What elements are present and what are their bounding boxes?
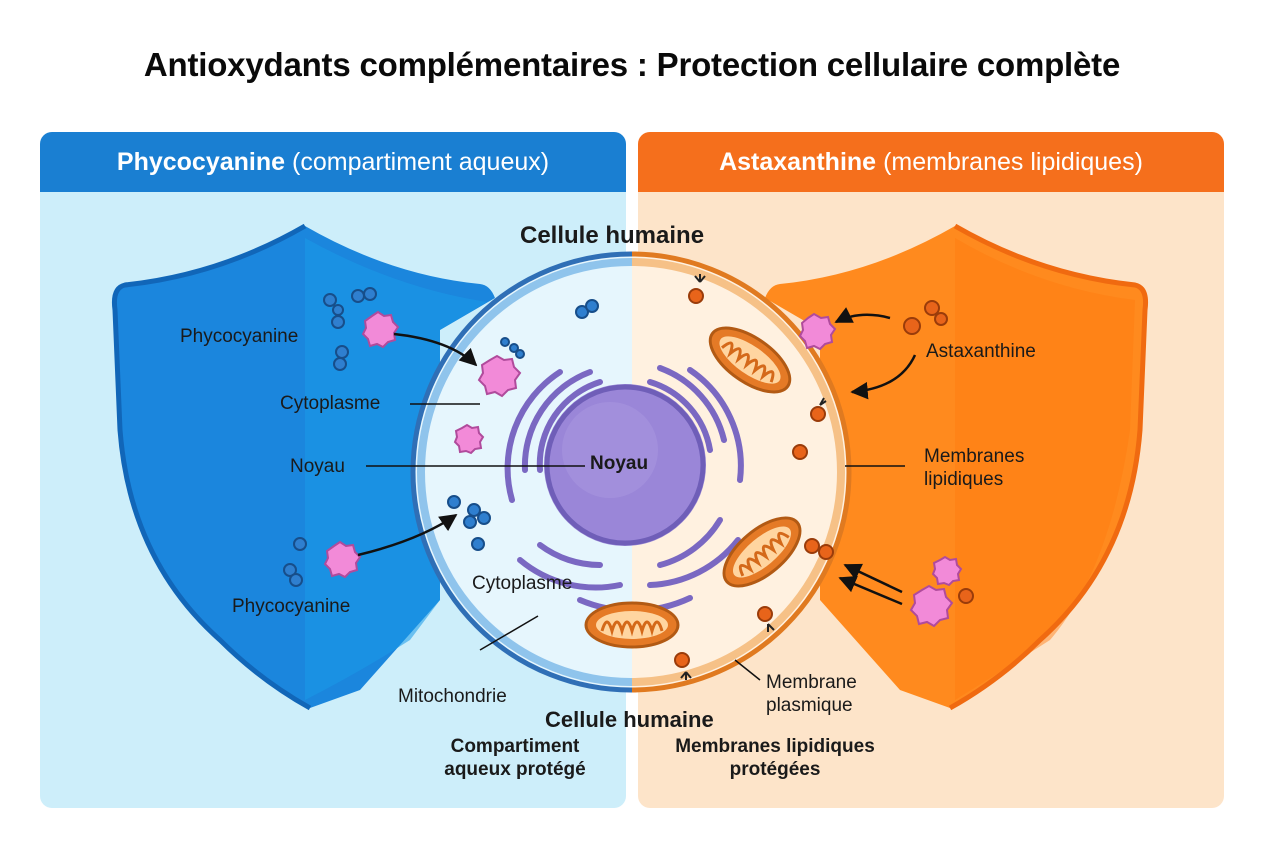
- cell-title-bottom: Cellule humaine: [545, 707, 714, 732]
- phycocyanine-label-bottom: Phycocyanine: [232, 596, 351, 617]
- noyau-label-left: Noyau: [290, 456, 345, 477]
- astaxanthine-panel-subtitle: (membranes lipidiques): [883, 147, 1143, 176]
- membranes-lipidiques-label: Membranes lipidiques: [924, 446, 1025, 490]
- phycocyanine-molecule: [323, 310, 963, 628]
- page-title: Antioxydants complémentaires : Protectio…: [143, 46, 1121, 83]
- right-panel-footer: Membranes lipidiques protégées: [675, 736, 875, 780]
- mitochondrie-label: Mitochondrie: [398, 686, 507, 707]
- left-panel-footer: Compartiment aqueux protégé: [444, 736, 586, 780]
- cytoplasme-label-left: Cytoplasme: [280, 393, 381, 414]
- astaxanthine-panel-name: Astaxanthine: [719, 147, 877, 176]
- phycocyanine-panel-name: Phycocyanine: [116, 147, 286, 176]
- membrane-plasmique-label: Membrane plasmique: [766, 672, 857, 716]
- astaxanthine-molecule: [674, 288, 974, 668]
- astaxanthine-panel-header: Astaxanthine (membranes lipidiques): [638, 132, 1224, 192]
- mitochondrion: [584, 601, 680, 649]
- cell-title-top: Cellule humaine: [520, 222, 705, 249]
- astaxanthine-label: Astaxanthine: [926, 341, 1036, 362]
- phycocyanine-label-top: Phycocyanine: [180, 326, 299, 347]
- phycocyanine-panel-header: Phycocyanine (compartiment aqueux): [40, 132, 626, 192]
- nucleus-label: Noyau: [590, 453, 649, 474]
- phycocyanine-panel-subtitle: (compartiment aqueux): [292, 147, 550, 176]
- cytoplasme-label-inner: Cytoplasme: [472, 573, 573, 594]
